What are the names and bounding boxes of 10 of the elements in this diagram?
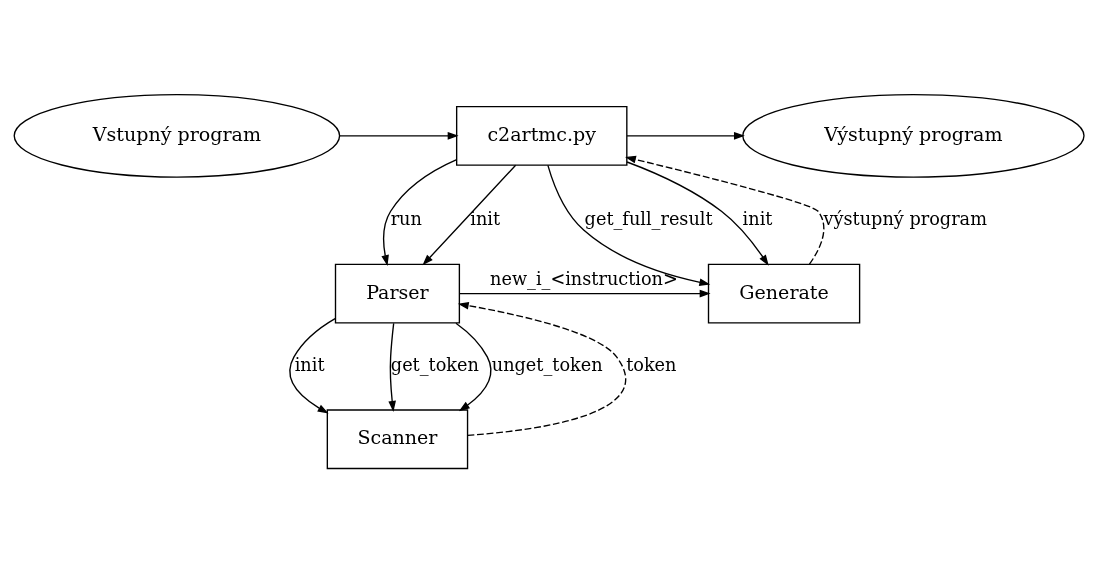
edge-label: get_full_result (584, 209, 713, 230)
edge-label: token (626, 355, 677, 376)
edge-label: init (742, 209, 773, 230)
edge-label: výstupný program (823, 209, 987, 230)
edge-label: init (294, 355, 325, 376)
edge-label: unget_token (491, 355, 603, 376)
edge-label: init (470, 209, 501, 230)
edge-label: new_i_<instruction> (490, 268, 678, 289)
edge-label: run (390, 209, 422, 230)
edge-label: get_token (390, 355, 479, 376)
